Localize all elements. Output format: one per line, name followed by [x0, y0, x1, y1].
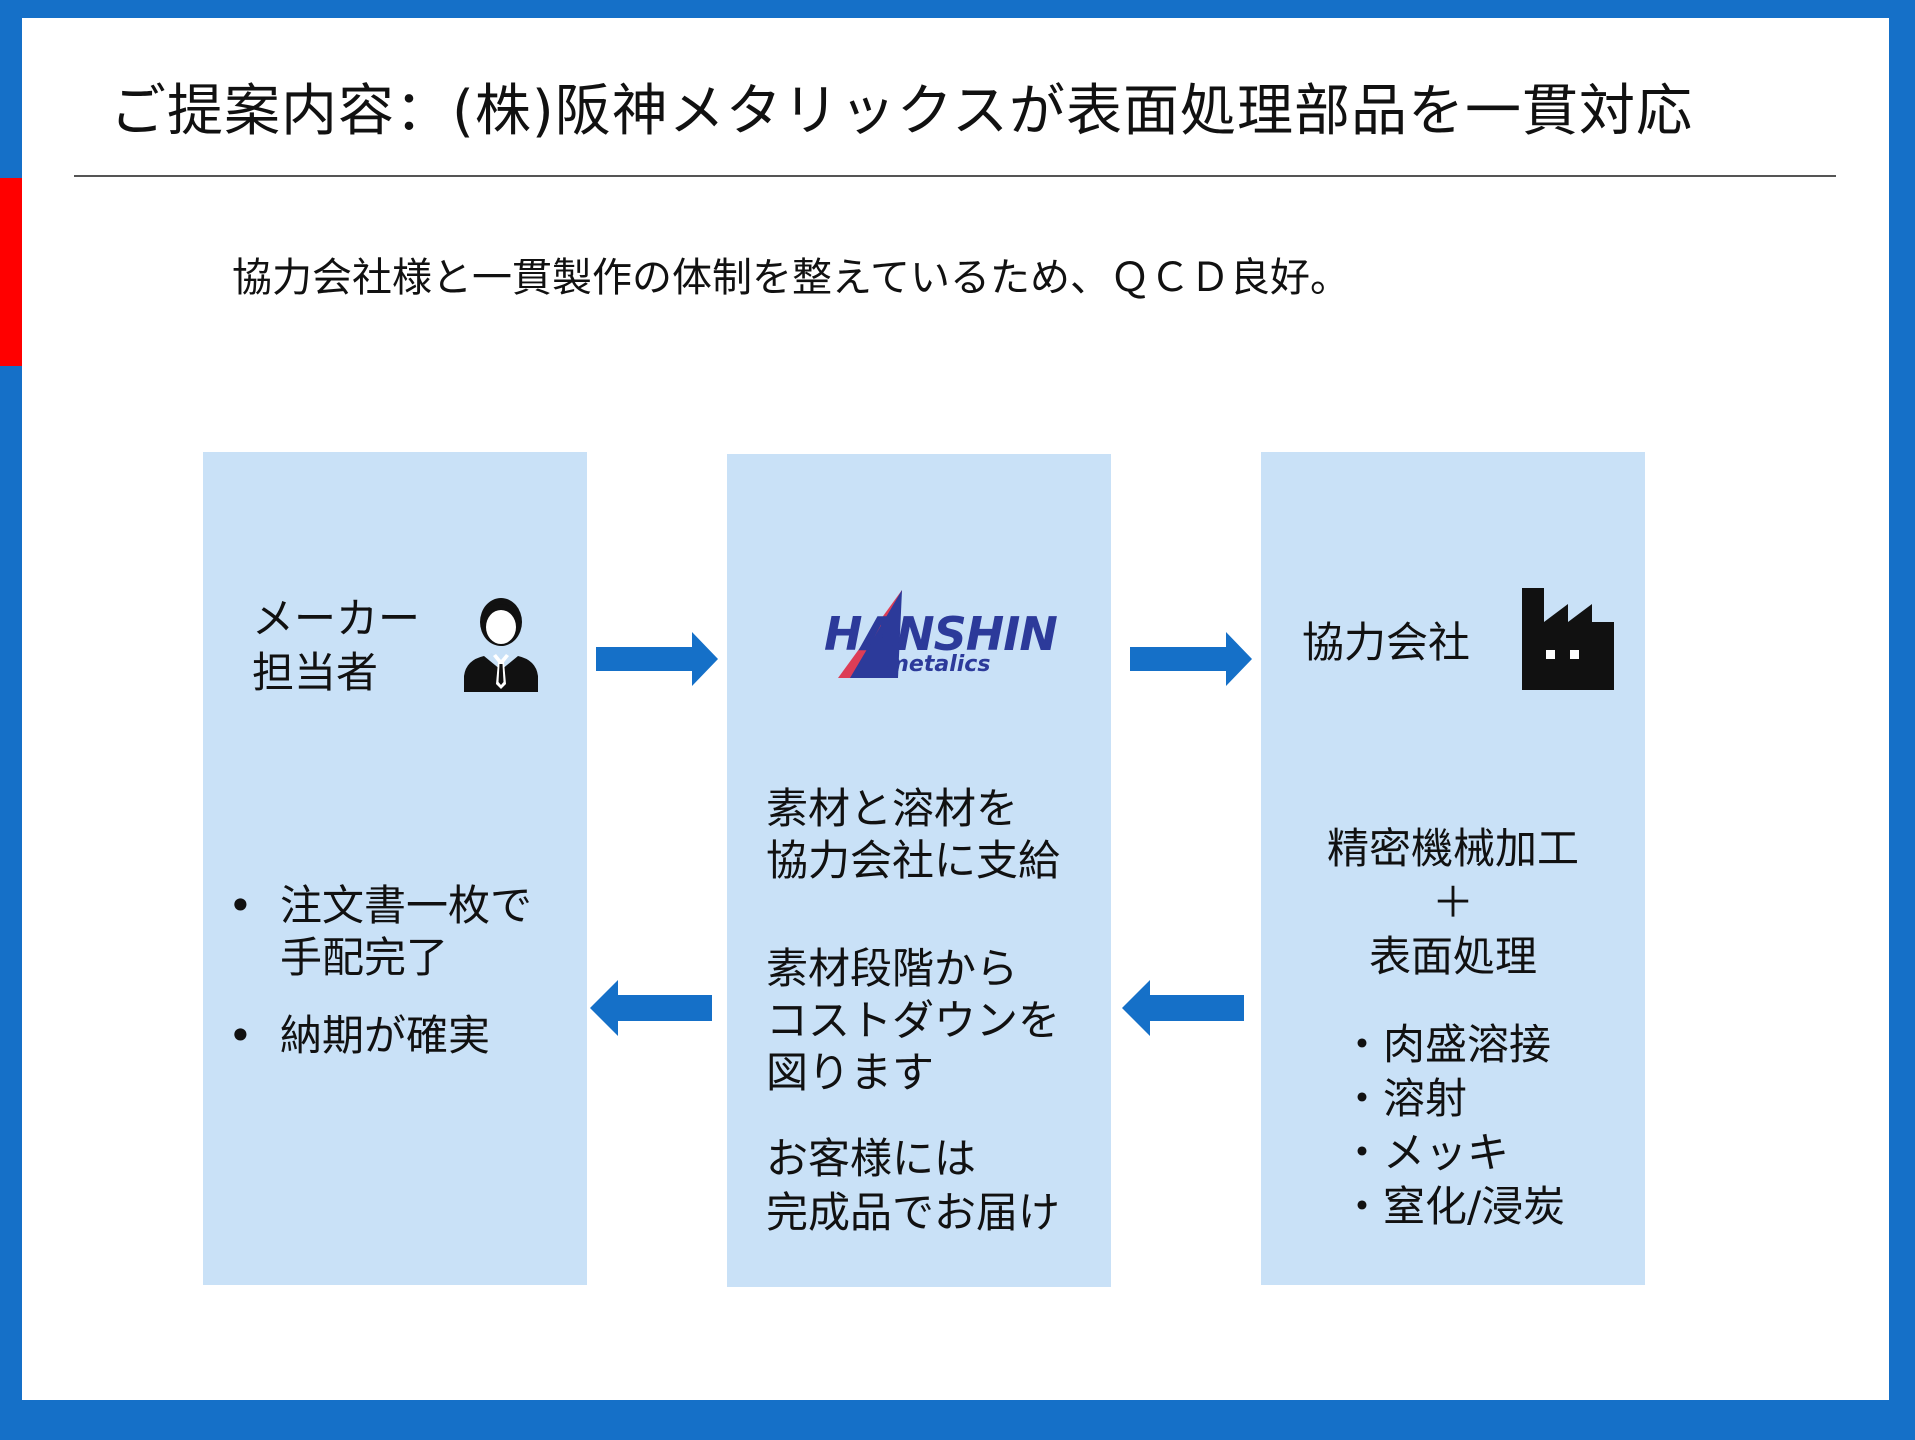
- hanshin-block1-line1: 素材と溶材を: [766, 784, 1019, 833]
- bullet-text-line2: 手配完了: [280, 933, 449, 982]
- maker-heading-line2: 担当者: [252, 648, 379, 697]
- list-item: • 納期が確実: [228, 1010, 532, 1062]
- logo-mark-icon: [838, 590, 902, 678]
- bullet-text-line1: 注文書一枚で: [280, 881, 533, 930]
- hanshin-panel: [727, 454, 1111, 1287]
- maker-bullet-list: • 注文書一枚で 手配完了 • 納期が確実: [228, 880, 532, 1088]
- list-item: ・溶射: [1341, 1074, 1468, 1123]
- list-item: ・メッキ: [1341, 1128, 1510, 1177]
- hanshin-block2-line3: 図ります: [766, 1048, 935, 1097]
- slide-title: ご提案内容：(株)阪神メタリックスが表面処理部品を一貫対応: [110, 79, 1694, 144]
- accent-bar: [0, 178, 22, 366]
- factory-icon: [1522, 588, 1614, 690]
- list-item: ・窒化/浸炭: [1341, 1182, 1566, 1231]
- logo-sub-text: metalics: [886, 652, 991, 677]
- bullet-text-line1: 納期が確実: [280, 1011, 491, 1060]
- arrow-left-icon: [1122, 980, 1244, 1036]
- partner-service-line2: 表面処理: [1368, 932, 1537, 981]
- list-item: • 注文書一枚で 手配完了: [228, 880, 532, 984]
- person-icon: [464, 598, 538, 692]
- arrow-left-icon: [590, 980, 712, 1036]
- partner-panel: [1261, 452, 1645, 1285]
- bullet-marker: •: [228, 881, 253, 930]
- logo-main-text: HANSHIN: [824, 607, 1058, 661]
- hanshin-block2-line2: コストダウンを: [766, 996, 1061, 1045]
- partner-plus: ＋: [1431, 878, 1474, 927]
- arrow-right-icon: [1130, 632, 1252, 686]
- bullet-marker: •: [228, 1011, 253, 1060]
- list-item: ・肉盛溶接: [1341, 1020, 1552, 1069]
- partner-service-line1: 精密機械加工: [1326, 824, 1579, 873]
- hanshin-block3-line2: 完成品でお届け: [766, 1188, 1061, 1237]
- maker-panel: [203, 452, 587, 1285]
- hanshin-block2-line1: 素材段階から: [766, 944, 1019, 993]
- hanshin-logo: HANSHIN metalics: [820, 588, 1058, 684]
- title-divider: [74, 175, 1836, 177]
- partner-heading: 協力会社: [1302, 618, 1471, 667]
- partner-service-list: ・肉盛溶接 ・溶射 ・メッキ ・窒化/浸炭: [1341, 1018, 1565, 1234]
- hanshin-block1-line2: 協力会社に支給: [766, 836, 1061, 885]
- maker-heading-line1: メーカー: [252, 594, 421, 643]
- hanshin-block3-line1: お客様には: [766, 1134, 977, 1183]
- arrow-right-icon: [596, 632, 718, 686]
- slide-subtitle: 協力会社様と一貫製作の体制を整えているため、ＱＣＤ良好。: [232, 255, 1350, 301]
